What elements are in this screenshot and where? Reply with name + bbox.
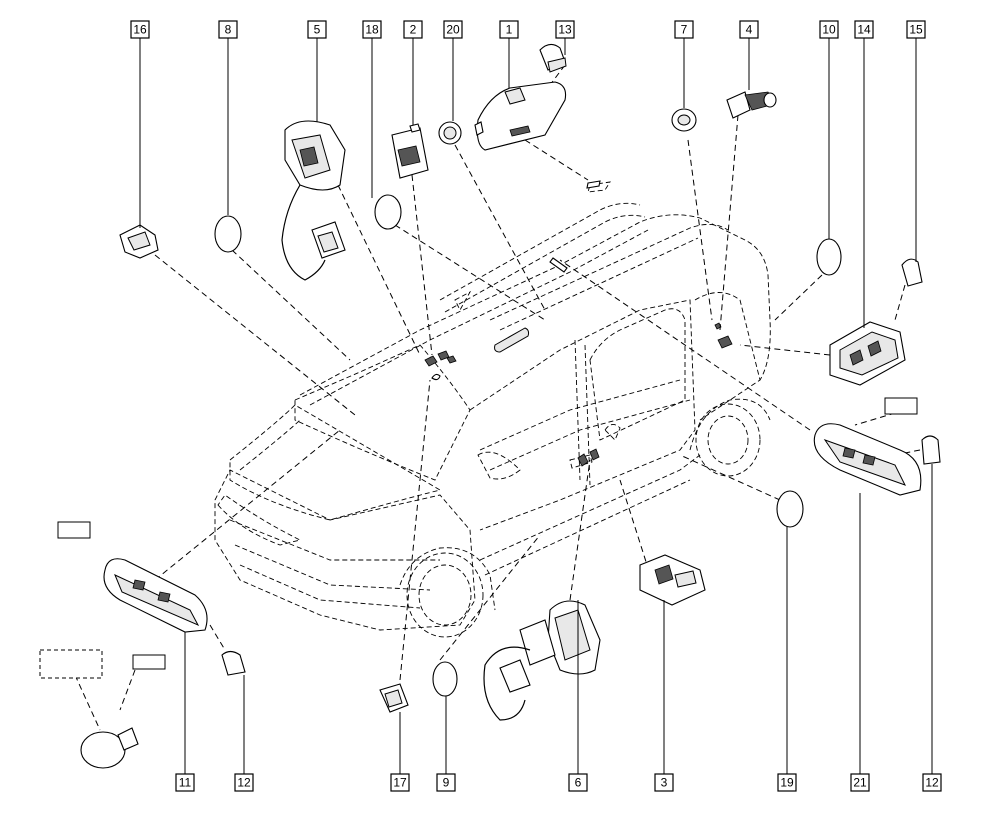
lamp-housing-14 [829,321,906,386]
blank-label-dashed [39,649,103,679]
lamp-housing-11 [103,558,208,633]
callout-18: 18 [362,20,382,39]
plug-9 [432,661,458,697]
svg-text:5: 5 [314,23,321,37]
svg-text:4: 4 [746,23,753,37]
callout-leaders [139,38,933,774]
svg-text:9: 9 [443,776,450,790]
plug-18 [374,194,402,230]
svg-text:11: 11 [179,776,192,790]
bulb-socket-16 [119,224,159,259]
callout-6: 6 [568,773,588,792]
roof-lamp-on-vehicle [494,327,530,353]
vehicle-outline [214,181,771,638]
svg-text:10: 10 [822,23,836,37]
bulb-15 [901,258,923,287]
blank-label [57,521,91,539]
bulb-12-left [221,650,246,676]
svg-text:7: 7 [681,23,688,37]
dome-light-1 [474,81,567,151]
svg-text:1: 1 [506,23,513,37]
callout-19: 19 [777,773,797,792]
svg-text:19: 19 [780,776,794,790]
svg-text:20: 20 [446,23,460,37]
callout-1: 1 [499,20,519,39]
callout-12: 12 [922,773,942,792]
callout-3: 3 [654,773,674,792]
svg-text:2: 2 [410,23,417,37]
plug-8 [214,215,242,253]
plug-19 [776,490,804,528]
plug-10 [816,238,842,276]
callout-20: 20 [443,20,463,39]
svg-text:16: 16 [133,23,147,37]
grommet-7 [671,108,697,132]
bulb-large [80,727,139,769]
svg-text:13: 13 [558,23,572,37]
harness-connector-6 [483,600,601,721]
callout-17: 17 [390,773,410,792]
callout-14: 14 [854,20,874,39]
callout-5: 5 [307,20,327,39]
socket-17 [379,683,409,713]
callout-9: 9 [436,773,456,792]
svg-text:21: 21 [853,776,867,790]
callout-4: 4 [739,20,759,39]
bulb-12-right [921,435,941,465]
svg-text:18: 18 [365,23,379,37]
harness-connector-5 [281,120,346,281]
svg-text:6: 6 [575,776,582,790]
svg-text:14: 14 [857,23,871,37]
switch-2 [391,123,429,179]
svg-text:12: 12 [237,776,251,790]
callout-11: 11 [175,773,195,792]
callout-13: 13 [555,20,575,39]
callout-7: 7 [674,20,694,39]
grommet-20 [438,121,462,145]
callout-12: 12 [234,773,254,792]
callout-16: 16 [130,20,150,39]
svg-text:8: 8 [225,23,232,37]
switch-assembly-3 [639,554,706,606]
callout-10: 10 [819,20,839,39]
mounted-parts [424,180,733,467]
blank-label [132,654,166,670]
svg-text:15: 15 [909,23,923,37]
callout-15: 15 [906,20,926,39]
socket-4 [726,91,777,119]
callouts: 16 8 5 18 2 20 1 13 7 4 10 14 15 11 12 1… [130,20,942,792]
callout-8: 8 [218,20,238,39]
bulb-13 [539,43,567,73]
blank-label [884,397,918,415]
callout-21: 21 [850,773,870,792]
svg-text:12: 12 [925,776,939,790]
lamp-housing-21 [813,423,922,496]
svg-text:17: 17 [393,776,407,790]
svg-text:3: 3 [661,776,668,790]
callout-2: 2 [403,20,423,39]
